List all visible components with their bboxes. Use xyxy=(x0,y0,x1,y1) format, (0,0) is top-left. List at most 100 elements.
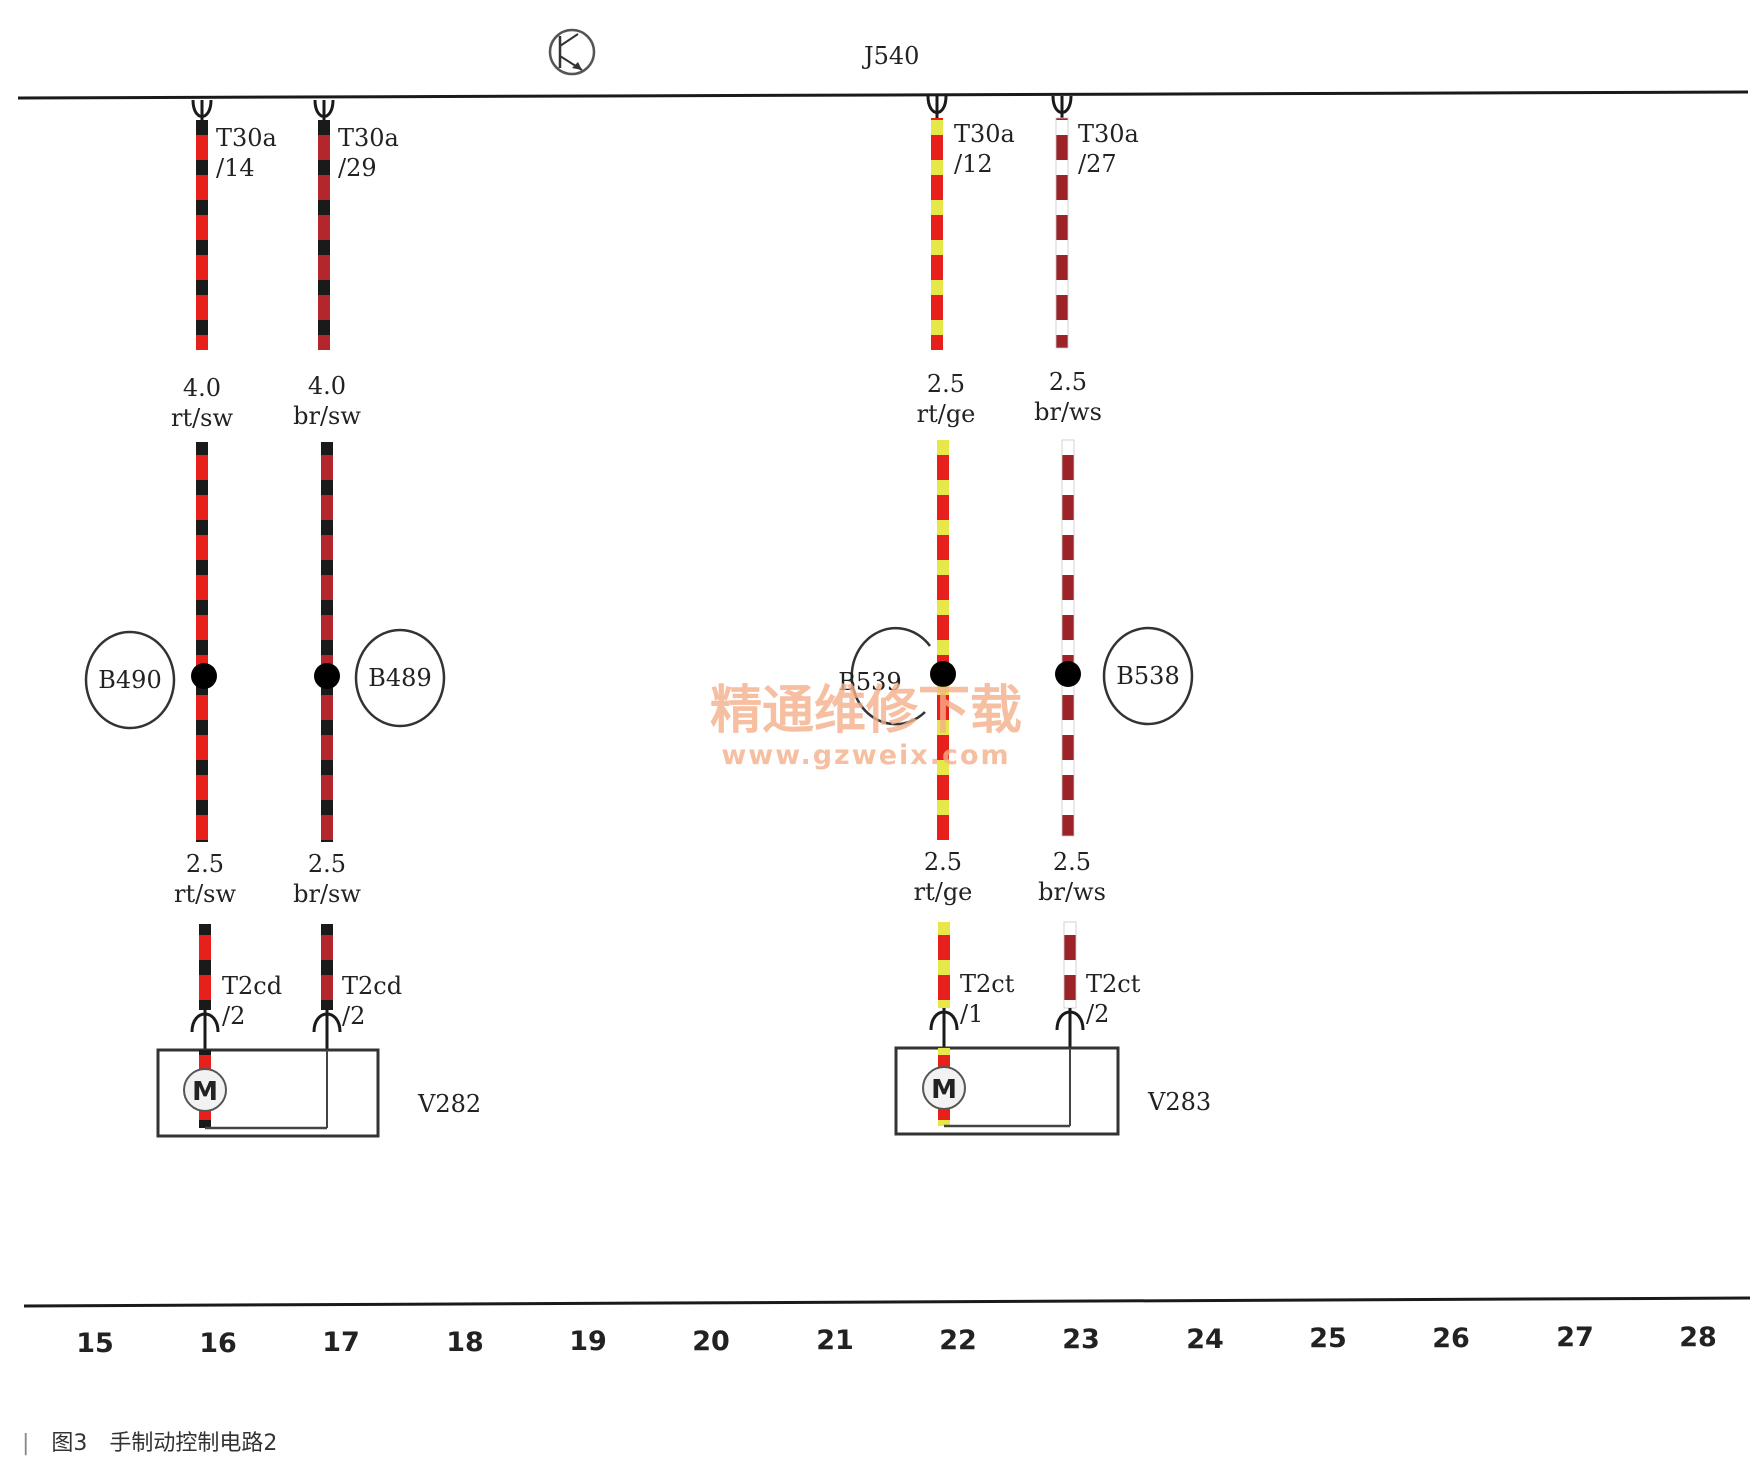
wire-color-code-lower: br/ws xyxy=(1038,878,1106,906)
splice-label: B538 xyxy=(1116,662,1179,690)
wire-color-code-lower: rt/ge xyxy=(914,878,973,906)
connector-pin: /12 xyxy=(954,150,993,178)
wire-size-lower: 2.5 xyxy=(1053,848,1091,876)
motor-label: V282 xyxy=(417,1090,481,1118)
wire-size-upper: 2.5 xyxy=(927,370,965,398)
wire-segment-lower xyxy=(321,924,333,1010)
motor-m-icon xyxy=(183,1068,227,1112)
splice-node xyxy=(930,661,956,687)
splice-callout xyxy=(84,630,176,730)
bus-line-top xyxy=(17,90,1749,100)
wire-17: T30a /29 4.0 br/sw B489 2.5 br/sw T2cd /… xyxy=(293,99,446,1050)
end-connector-name: T2cd xyxy=(222,972,282,1000)
end-connector-name: T2ct xyxy=(1086,970,1141,998)
motor-housing xyxy=(156,1048,380,1138)
motor-symbol: M xyxy=(192,1077,218,1107)
connector-name: T30a xyxy=(338,124,399,152)
splice-node xyxy=(1055,661,1081,687)
track-numbers: 15 16 17 18 19 20 21 22 23 24 25 26 27 2… xyxy=(76,1322,1717,1359)
wire-22: T30a /12 2.5 rt/ge B539 2.5 rt/ge T2ct /… xyxy=(838,95,1015,1048)
motor-housing xyxy=(894,1046,1120,1136)
wire-segment-lower xyxy=(1063,921,1077,1009)
track-number: 27 xyxy=(1556,1322,1594,1353)
wire-segment-upper xyxy=(196,120,208,350)
watermark-line2: www.gzweix.com xyxy=(721,740,1010,771)
bus-label: J540 xyxy=(861,42,919,70)
transistor-icon xyxy=(548,28,596,76)
track-number: 21 xyxy=(816,1325,854,1356)
connector-t2ct-1-icon xyxy=(929,1008,959,1048)
wire-color-code-upper: br/sw xyxy=(293,402,361,430)
end-connector-pin: /2 xyxy=(1086,1000,1109,1028)
splice-label: B489 xyxy=(368,664,431,692)
end-connector-name: T2cd xyxy=(342,972,402,1000)
splice-label: B490 xyxy=(98,666,161,694)
splice-node xyxy=(191,663,217,689)
wire-size-lower: 2.5 xyxy=(186,850,224,878)
wire-color-code-upper: rt/ge xyxy=(917,400,976,428)
caption-figure-number: 图3 xyxy=(51,1431,88,1456)
wire-segment-middle xyxy=(937,440,949,840)
track-number: 22 xyxy=(939,1325,977,1356)
connector-t30a-27-icon xyxy=(1051,95,1073,120)
motor-label: V283 xyxy=(1147,1088,1211,1116)
connector-name: T30a xyxy=(216,124,277,152)
motor-m-icon xyxy=(922,1066,966,1110)
track-number: 24 xyxy=(1186,1324,1224,1355)
wire-color-code-upper: rt/sw xyxy=(171,404,234,432)
track-number: 26 xyxy=(1432,1323,1470,1354)
wire-segment-upper xyxy=(1055,117,1069,349)
wire-segment-lower xyxy=(199,924,211,1010)
motor-v283: M V283 xyxy=(894,1046,1211,1136)
wire-size-lower: 2.5 xyxy=(924,848,962,876)
motor-symbol: M xyxy=(931,1075,957,1105)
splice-label: B539 xyxy=(838,668,901,696)
connector-name: T30a xyxy=(1078,120,1139,148)
track-number: 16 xyxy=(199,1328,237,1359)
wire-color-code-lower: br/sw xyxy=(293,880,361,908)
caption-title: 手制动控制电路2 xyxy=(109,1431,278,1456)
connector-t2cd-2-icon xyxy=(312,1010,342,1050)
wire-segment-middle xyxy=(321,442,333,842)
end-connector-pin: /2 xyxy=(342,1002,365,1030)
connector-pin: /14 xyxy=(216,154,255,182)
track-number: 23 xyxy=(1062,1324,1100,1355)
track-number: 20 xyxy=(692,1326,730,1357)
wire-size-upper: 4.0 xyxy=(308,372,346,400)
track-number: 15 xyxy=(76,1328,114,1359)
track-number: 28 xyxy=(1679,1322,1717,1353)
wire-size-lower: 2.5 xyxy=(308,850,346,878)
connector-pin: /29 xyxy=(338,154,377,182)
wire-color-code-upper: br/ws xyxy=(1034,398,1102,426)
splice-node xyxy=(314,663,340,689)
wire-segment-middle xyxy=(196,442,208,842)
connector-t30a-12-icon xyxy=(926,95,948,120)
track-number: 19 xyxy=(569,1326,607,1357)
end-connector-pin: /1 xyxy=(960,1000,983,1028)
track-number: 17 xyxy=(322,1327,360,1358)
end-connector-name: T2ct xyxy=(960,970,1015,998)
connector-t2cd-2-icon xyxy=(190,1010,220,1050)
bus-line-bottom xyxy=(23,1296,1751,1308)
wire-segment-upper xyxy=(931,118,943,350)
wire-segment-upper xyxy=(318,120,330,350)
wire-segment-lower xyxy=(938,922,950,1008)
splice-callout xyxy=(1102,626,1194,726)
wire-23: T30a /27 2.5 br/ws B538 2.5 br/ws T2ct /… xyxy=(1034,95,1194,1048)
wire-size-upper: 2.5 xyxy=(1049,368,1087,396)
track-number: 18 xyxy=(446,1327,484,1358)
caption-bar-icon: | xyxy=(22,1431,30,1456)
end-connector-pin: /2 xyxy=(222,1002,245,1030)
wire-16: T30a /14 4.0 rt/sw B490 2.5 rt/sw T2cd /… xyxy=(84,99,282,1050)
wire-segment-middle xyxy=(1061,439,1075,837)
motor-v282: M V282 xyxy=(156,1048,481,1138)
connector-name: T30a xyxy=(954,120,1015,148)
connector-pin: /27 xyxy=(1078,150,1117,178)
wire-color-code-lower: rt/sw xyxy=(174,880,237,908)
wire-size-upper: 4.0 xyxy=(183,374,221,402)
watermark-line1: 精通维修下载 xyxy=(710,681,1022,741)
connector-t2ct-2-icon xyxy=(1055,1008,1085,1048)
splice-callout xyxy=(354,628,446,728)
splice-callout xyxy=(850,626,932,726)
figure-caption: | 图3 手制动控制电路2 xyxy=(22,1425,277,1457)
